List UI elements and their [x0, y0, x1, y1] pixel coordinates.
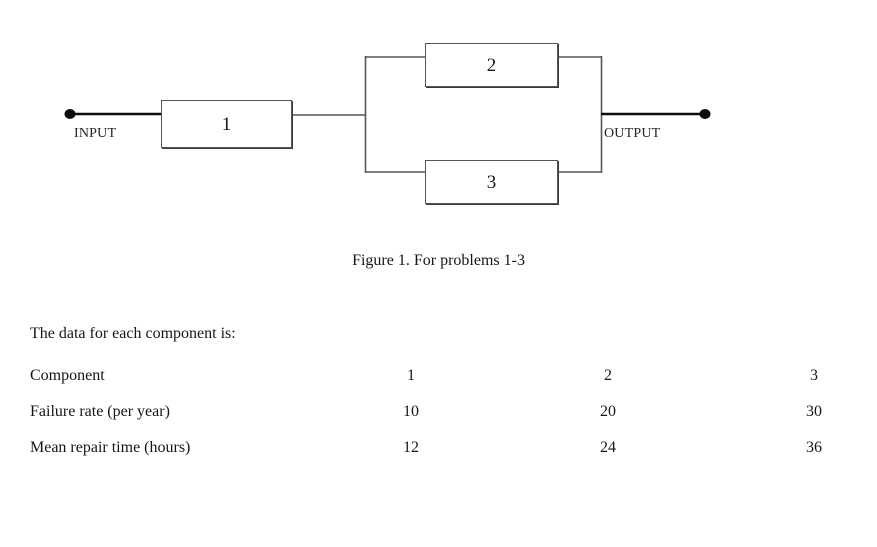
input-label: INPUT	[74, 126, 117, 141]
table-row: Mean repair time (hours) 12 24 36	[0, 430, 877, 466]
cell-component-col2: 2	[604, 367, 612, 384]
cell-failure-rate-col1: 10	[403, 403, 419, 420]
table-row: Failure rate (per year) 10 20 30	[0, 394, 877, 430]
component-block-1: 1	[161, 100, 292, 148]
table-row: Component 1 2 3	[0, 358, 877, 394]
cell-failure-rate-col2: 20	[600, 403, 616, 420]
row-label-mean-repair-time: Mean repair time (hours)	[30, 439, 191, 456]
cell-component-col1: 1	[407, 367, 415, 384]
component-block-2-label: 2	[486, 54, 497, 76]
component-block-1-label: 1	[221, 113, 232, 135]
reliability-block-diagram: 1 2 3 INPUT OUTPUT	[0, 0, 877, 230]
cell-mean-repair-time-col1: 12	[403, 439, 419, 456]
component-data-table: Component 1 2 3 Failure rate (per year) …	[0, 358, 877, 466]
output-terminal-dot	[699, 109, 711, 119]
diagram-wiring-svg	[64, 56, 711, 173]
cell-mean-repair-time-col2: 24	[600, 439, 616, 456]
component-block-2: 2	[425, 43, 558, 87]
figure-caption: Figure 1. For problems 1-3	[352, 252, 525, 269]
row-label-failure-rate: Failure rate (per year)	[30, 403, 170, 420]
cell-mean-repair-time-col3: 36	[806, 439, 822, 456]
cell-component-col3: 3	[810, 367, 818, 384]
data-intro-text: The data for each component is:	[30, 325, 236, 342]
component-block-3: 3	[425, 160, 558, 204]
component-block-3-label: 3	[486, 171, 497, 193]
output-label: OUTPUT	[604, 126, 661, 141]
cell-failure-rate-col3: 30	[806, 403, 822, 420]
row-label-component: Component	[30, 367, 105, 384]
